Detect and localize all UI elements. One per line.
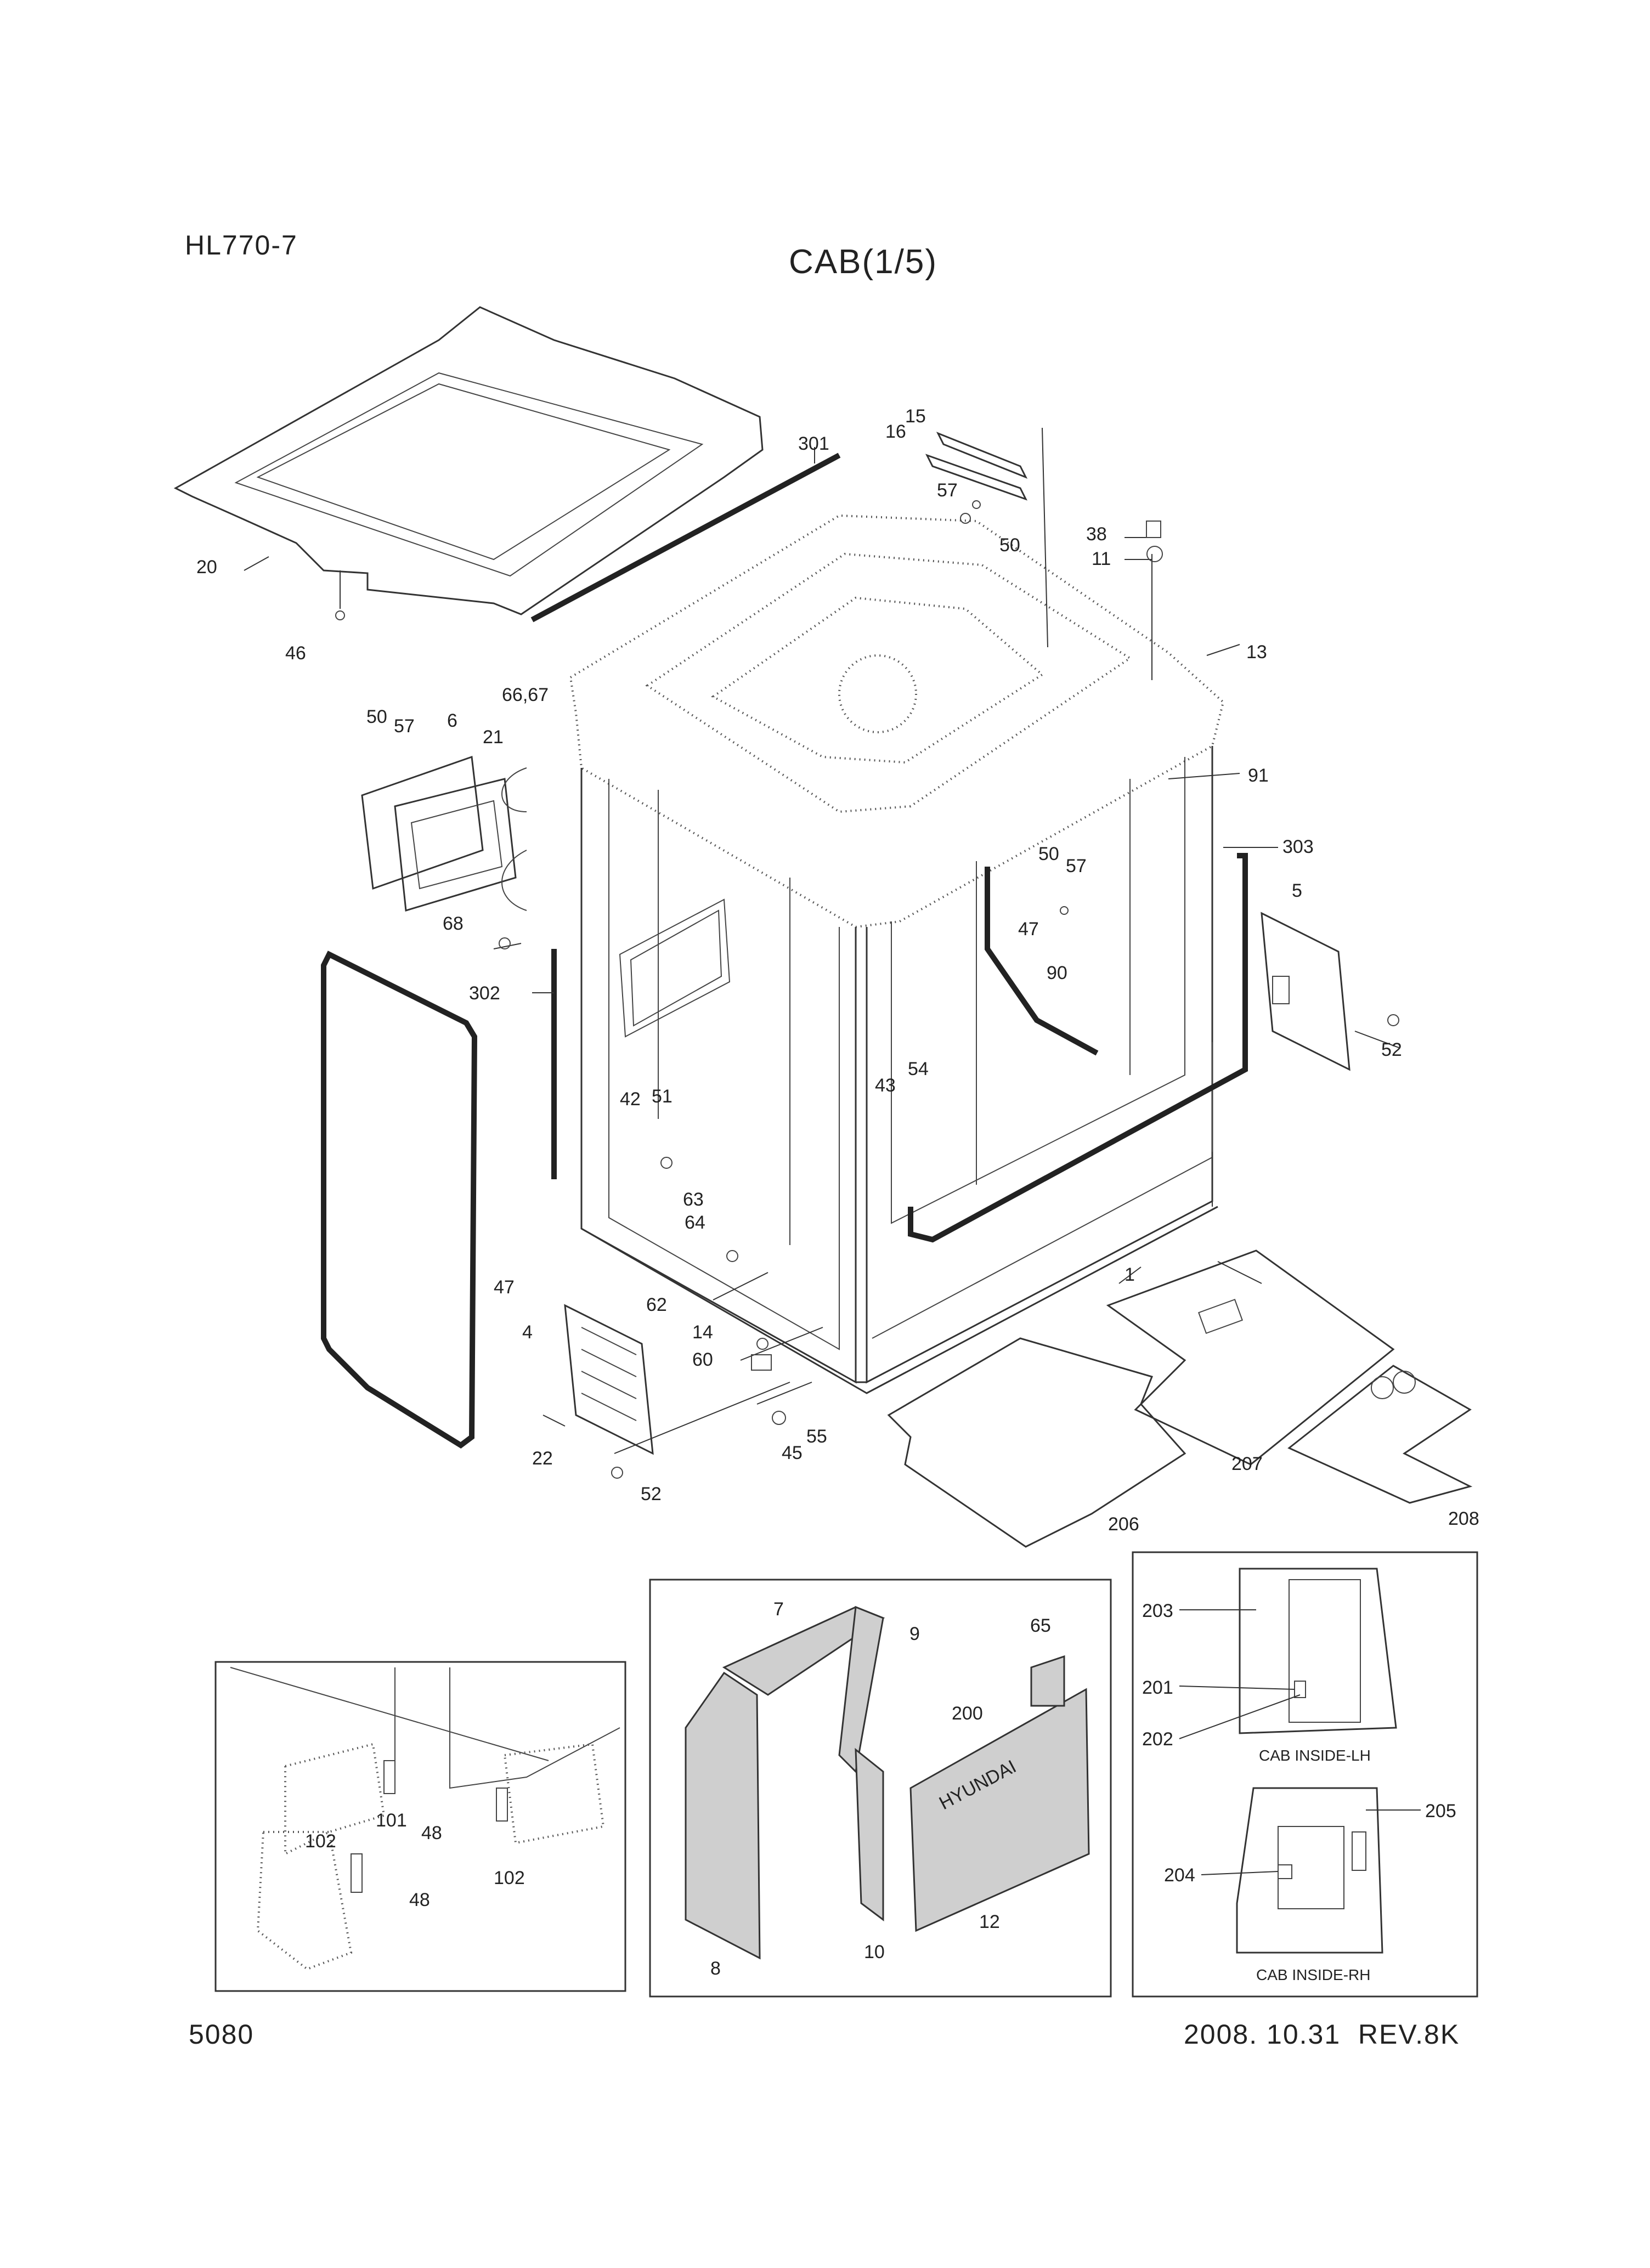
callout-201: 201 [1142,1677,1173,1698]
callout-6: 6 [447,710,457,731]
callout-38: 38 [1086,524,1107,545]
callout-47: 47 [1018,919,1039,940]
callout-302: 302 [469,983,500,1004]
callout-64: 64 [685,1212,705,1233]
callout-65: 65 [1030,1615,1051,1636]
callout-101: 101 [376,1810,407,1831]
revision-date: 2008. 10.31 REV.8K [1184,2019,1460,2050]
side-panel-4 [564,1304,654,1455]
callout-91: 91 [1248,765,1269,786]
callout-54: 54 [908,1059,929,1079]
callout-21: 21 [483,727,504,748]
callout-303: 303 [1282,836,1314,857]
inset-mount-detail: 101 48 102 102 48 [214,1661,626,1992]
inset-trim-panels: HYUNDAI 7 9 65 200 12 10 8 [649,1579,1112,1998]
callout-208: 208 [1448,1508,1479,1529]
callout-14: 14 [692,1322,713,1343]
callout-202: 202 [1142,1729,1173,1750]
fasteners [499,432,1399,1479]
callout-50: 50 [999,535,1020,556]
floor-mats [887,1249,1473,1548]
callout-51: 51 [652,1086,673,1107]
callout-55: 55 [806,1426,827,1447]
callout-301: 301 [798,433,829,454]
leader-lines [244,427,1278,1454]
roof-liner-panel [173,306,764,620]
callout-11: 11 [1092,548,1111,569]
callout-102: 102 [305,1831,336,1852]
callout-8: 8 [710,1958,721,1979]
callout-42: 42 [620,1089,641,1110]
callout-60: 60 [692,1349,713,1370]
callout-5: 5 [1292,880,1302,901]
callout-22: 22 [532,1448,553,1469]
label-cab-inside-rh: CAB INSIDE-RH [1256,1966,1370,1983]
label-cab-inside-lh: CAB INSIDE-LH [1259,1747,1371,1764]
callout-43: 43 [875,1075,896,1096]
callout-205: 205 [1425,1801,1456,1822]
callout-52: 52 [641,1484,662,1505]
callout-15: 15 [905,406,926,427]
callout-102: 102 [494,1868,525,1888]
callout-57: 57 [394,716,415,737]
callout-7: 7 [773,1599,784,1620]
seal-strip [530,453,841,623]
callout-16: 16 [885,421,906,442]
callout-10: 10 [864,1942,885,1962]
page-title: CAB(1/5) [789,243,937,281]
callout-13: 13 [1246,642,1267,663]
door-seal [321,951,478,1449]
cab-frame [569,514,1248,1394]
callout-204: 204 [1164,1865,1195,1886]
model-code: HL770-7 [185,230,298,261]
callout-1: 1 [1125,1264,1135,1285]
callout-66-67: 66,67 [502,685,549,705]
callout-57: 57 [937,480,958,501]
callout-206: 206 [1108,1514,1139,1535]
callout-12: 12 [979,1911,1000,1932]
callout-203: 203 [1142,1600,1173,1621]
service-cover [361,755,527,912]
callout-4: 4 [522,1322,533,1343]
callout-46: 46 [285,643,306,664]
callout-68: 68 [443,913,464,934]
callout-45: 45 [782,1443,803,1463]
callout-52: 52 [1381,1039,1402,1060]
callout-63: 63 [683,1189,704,1210]
callout-62: 62 [646,1294,667,1315]
callout-50: 50 [366,706,387,727]
callout-9: 9 [909,1624,920,1644]
callout-20: 20 [196,557,217,578]
callout-48: 48 [421,1823,442,1843]
page-number: 5080 [189,2019,255,2050]
callout-200: 200 [952,1703,983,1724]
callout-47: 47 [494,1277,515,1298]
inset-cab-inside: CAB INSIDE-LH CAB INSIDE-RH 203 201 202 … [1132,1551,1478,1998]
side-panel-5 [1261,912,1399,1071]
callout-50: 50 [1038,844,1059,864]
callout-labels: 20 46 301 15 16 57 50 38 11 13 50 57 6 2… [196,406,1479,1535]
callout-57: 57 [1066,856,1087,876]
callout-90: 90 [1047,963,1067,983]
callout-48: 48 [409,1890,430,1910]
callout-207: 207 [1231,1453,1263,1474]
